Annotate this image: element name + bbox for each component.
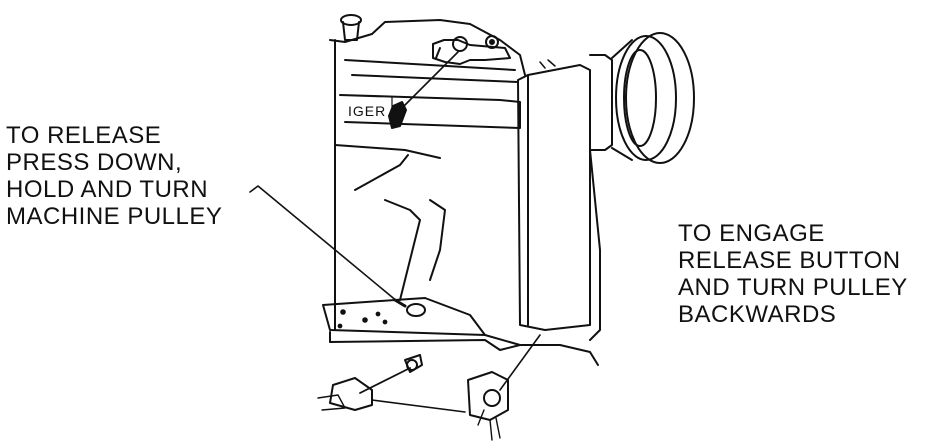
release-line-4: MACHINE PULLEY bbox=[6, 203, 223, 230]
brand-plate-text: IGER bbox=[348, 103, 386, 119]
machine-arm-top bbox=[329, 19, 526, 76]
machine-bed bbox=[322, 297, 561, 351]
arm-lower-edge bbox=[334, 144, 441, 159]
release-instruction: TO RELEASE PRESS DOWN, HOLD AND TURN MAC… bbox=[6, 122, 222, 230]
pillar-right-side bbox=[589, 149, 601, 341]
brand-plate: IGER bbox=[339, 94, 521, 129]
release-line-2: PRESS DOWN, bbox=[6, 149, 183, 176]
machine-pulley bbox=[589, 32, 695, 164]
arm-curve bbox=[354, 154, 409, 191]
arm-top-edge-inner bbox=[351, 74, 519, 83]
top-thread bbox=[394, 51, 459, 116]
engage-line-4: BACKWARDS bbox=[678, 301, 837, 328]
engage-line-2: RELEASE BUTTON bbox=[678, 247, 901, 274]
engage-line-3: AND TURN PULLEY bbox=[678, 274, 908, 301]
stitch-lever bbox=[388, 101, 407, 129]
release-line-3: HOLD AND TURN bbox=[6, 176, 209, 203]
needle-area bbox=[384, 199, 421, 301]
machine-pillar bbox=[517, 59, 591, 331]
lower-linkage bbox=[317, 334, 541, 413]
release-button bbox=[393, 298, 426, 317]
top-tension-assembly bbox=[432, 35, 511, 65]
release-leader-line bbox=[249, 185, 399, 303]
spool-pin bbox=[340, 14, 362, 41]
release-line-1: TO RELEASE bbox=[6, 122, 162, 149]
presser-area bbox=[429, 199, 446, 281]
arm-top-edge bbox=[344, 59, 516, 71]
engage-instruction: TO ENGAGE RELEASE BUTTON AND TURN PULLEY… bbox=[678, 220, 908, 328]
base-right bbox=[559, 344, 599, 366]
lower-bracket bbox=[467, 371, 509, 441]
engage-line-1: TO ENGAGE bbox=[678, 220, 825, 247]
